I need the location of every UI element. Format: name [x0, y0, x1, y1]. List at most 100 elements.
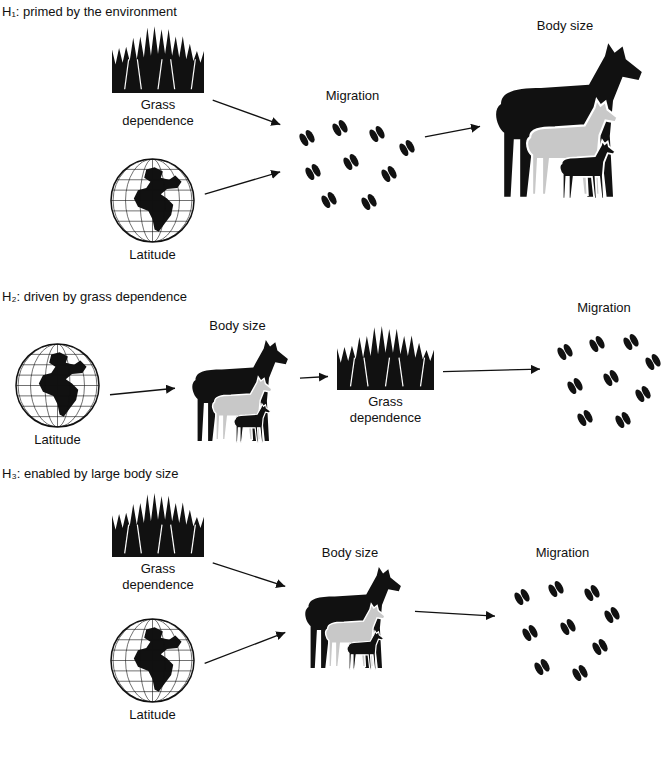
grass-blade-line: [351, 358, 355, 387]
globe-grid: [111, 159, 194, 242]
factor-icon: [545, 322, 663, 435]
hoof-half: [310, 162, 323, 177]
meridian: [18, 344, 97, 427]
causal-arrow: [415, 611, 495, 616]
grass-blade-line: [191, 525, 195, 554]
small-deer: [234, 404, 270, 442]
grass-blade-line: [125, 59, 129, 89]
hoof-print: [644, 352, 663, 371]
grass-blade-line: [171, 59, 175, 89]
hoof-print: [298, 128, 317, 147]
hoof-half: [582, 408, 595, 423]
factor-icon: [285, 110, 420, 213]
continent: [39, 352, 87, 416]
meridian: [113, 159, 192, 242]
grass-blade-line: [421, 358, 425, 387]
hoof-half: [597, 637, 610, 652]
hoof-half: [628, 332, 641, 347]
small-deer: [560, 140, 615, 198]
hoof-print: [591, 637, 610, 656]
factor-icon: [110, 618, 195, 703]
hypothesis-factor: Body size: [290, 545, 410, 670]
hypothesis-title: H₁: primed by the environment: [2, 4, 177, 20]
hoof-half: [374, 124, 387, 139]
factor-label: Migration: [285, 88, 420, 104]
hoof-print: [566, 376, 585, 395]
hypothesis-title: H₃: enabled by large body size: [2, 466, 179, 482]
hoof-print: [588, 334, 607, 353]
hoof-half: [640, 384, 653, 399]
hoof-half: [304, 128, 317, 143]
causal-arrow: [425, 126, 480, 136]
hoof-half: [620, 410, 633, 425]
grass-blade-line: [125, 525, 129, 554]
causal-arrow: [205, 172, 280, 194]
factor-label: Latitude: [10, 432, 105, 448]
hypothesis-factor: Latitude: [105, 156, 200, 263]
small-deer: [347, 631, 383, 669]
factor-icon: [108, 18, 208, 93]
hoof-half: [609, 605, 622, 620]
deer-group: [305, 567, 401, 669]
hypothesis-factor: Grass dependence: [108, 18, 208, 143]
hoof-print: [533, 657, 552, 676]
deer-group: [192, 340, 288, 442]
causal-arrow: [110, 388, 175, 395]
hoof-print: [547, 579, 566, 598]
causal-arrow: [213, 100, 281, 124]
hoof-half: [572, 376, 585, 391]
factor-label: Body size: [180, 318, 295, 334]
meridian: [45, 344, 70, 427]
factor-icon: [298, 565, 403, 670]
grass-tuft: [337, 326, 434, 390]
factor-label: Body size: [485, 18, 645, 34]
hoof-print: [571, 663, 590, 682]
hypothesis-title: H₂: driven by grass dependence: [2, 289, 187, 305]
hoof-print: [398, 138, 417, 157]
hypothesis-factor: Body size: [180, 318, 295, 446]
hoof-print: [603, 605, 622, 624]
grass-blade-line: [137, 59, 141, 89]
grass-tuft: [112, 493, 204, 557]
meridian: [31, 344, 85, 427]
hypothesis-factor: Migration: [285, 88, 420, 213]
hoof-print: [583, 583, 602, 602]
grass-blade-line: [364, 358, 368, 387]
factor-label: Migration: [545, 300, 663, 316]
factor-label: Migration: [500, 545, 625, 561]
hoof-half: [527, 623, 540, 638]
hypothesis-factor: Migration: [500, 545, 625, 695]
meridian: [57, 344, 58, 427]
meridian: [152, 619, 153, 702]
hypothesis-factor: Migration: [545, 300, 663, 435]
hoof-half: [348, 152, 361, 167]
meridian: [140, 619, 165, 702]
factor-icon: [108, 485, 208, 557]
grass-blade-line: [386, 358, 390, 387]
factor-label: Grass dependence: [333, 394, 438, 426]
factor-label: Latitude: [105, 707, 200, 723]
continent: [134, 167, 182, 231]
hoof-print: [634, 384, 653, 403]
hoof-print: [320, 190, 339, 209]
globe-disc: [111, 159, 194, 242]
deer-group: [496, 43, 642, 199]
grass-blade-line: [171, 525, 175, 554]
meridian: [152, 159, 153, 242]
factor-label: Latitude: [105, 247, 200, 263]
factor-icon: [485, 40, 645, 200]
hoof-print: [602, 368, 621, 387]
hoof-print: [304, 162, 323, 181]
hoof-half: [594, 334, 607, 349]
hoof-half: [519, 587, 532, 602]
factor-label: Grass dependence: [108, 561, 208, 593]
factor-icon: [110, 158, 195, 243]
factor-icon: [15, 343, 100, 428]
hypothesis-factor: Latitude: [105, 616, 200, 751]
hoof-half: [326, 190, 339, 205]
hoof-print: [513, 587, 532, 606]
globe-disc: [16, 344, 99, 427]
hoof-half: [404, 138, 417, 153]
hoof-print: [614, 410, 633, 429]
hoof-print: [576, 408, 595, 427]
